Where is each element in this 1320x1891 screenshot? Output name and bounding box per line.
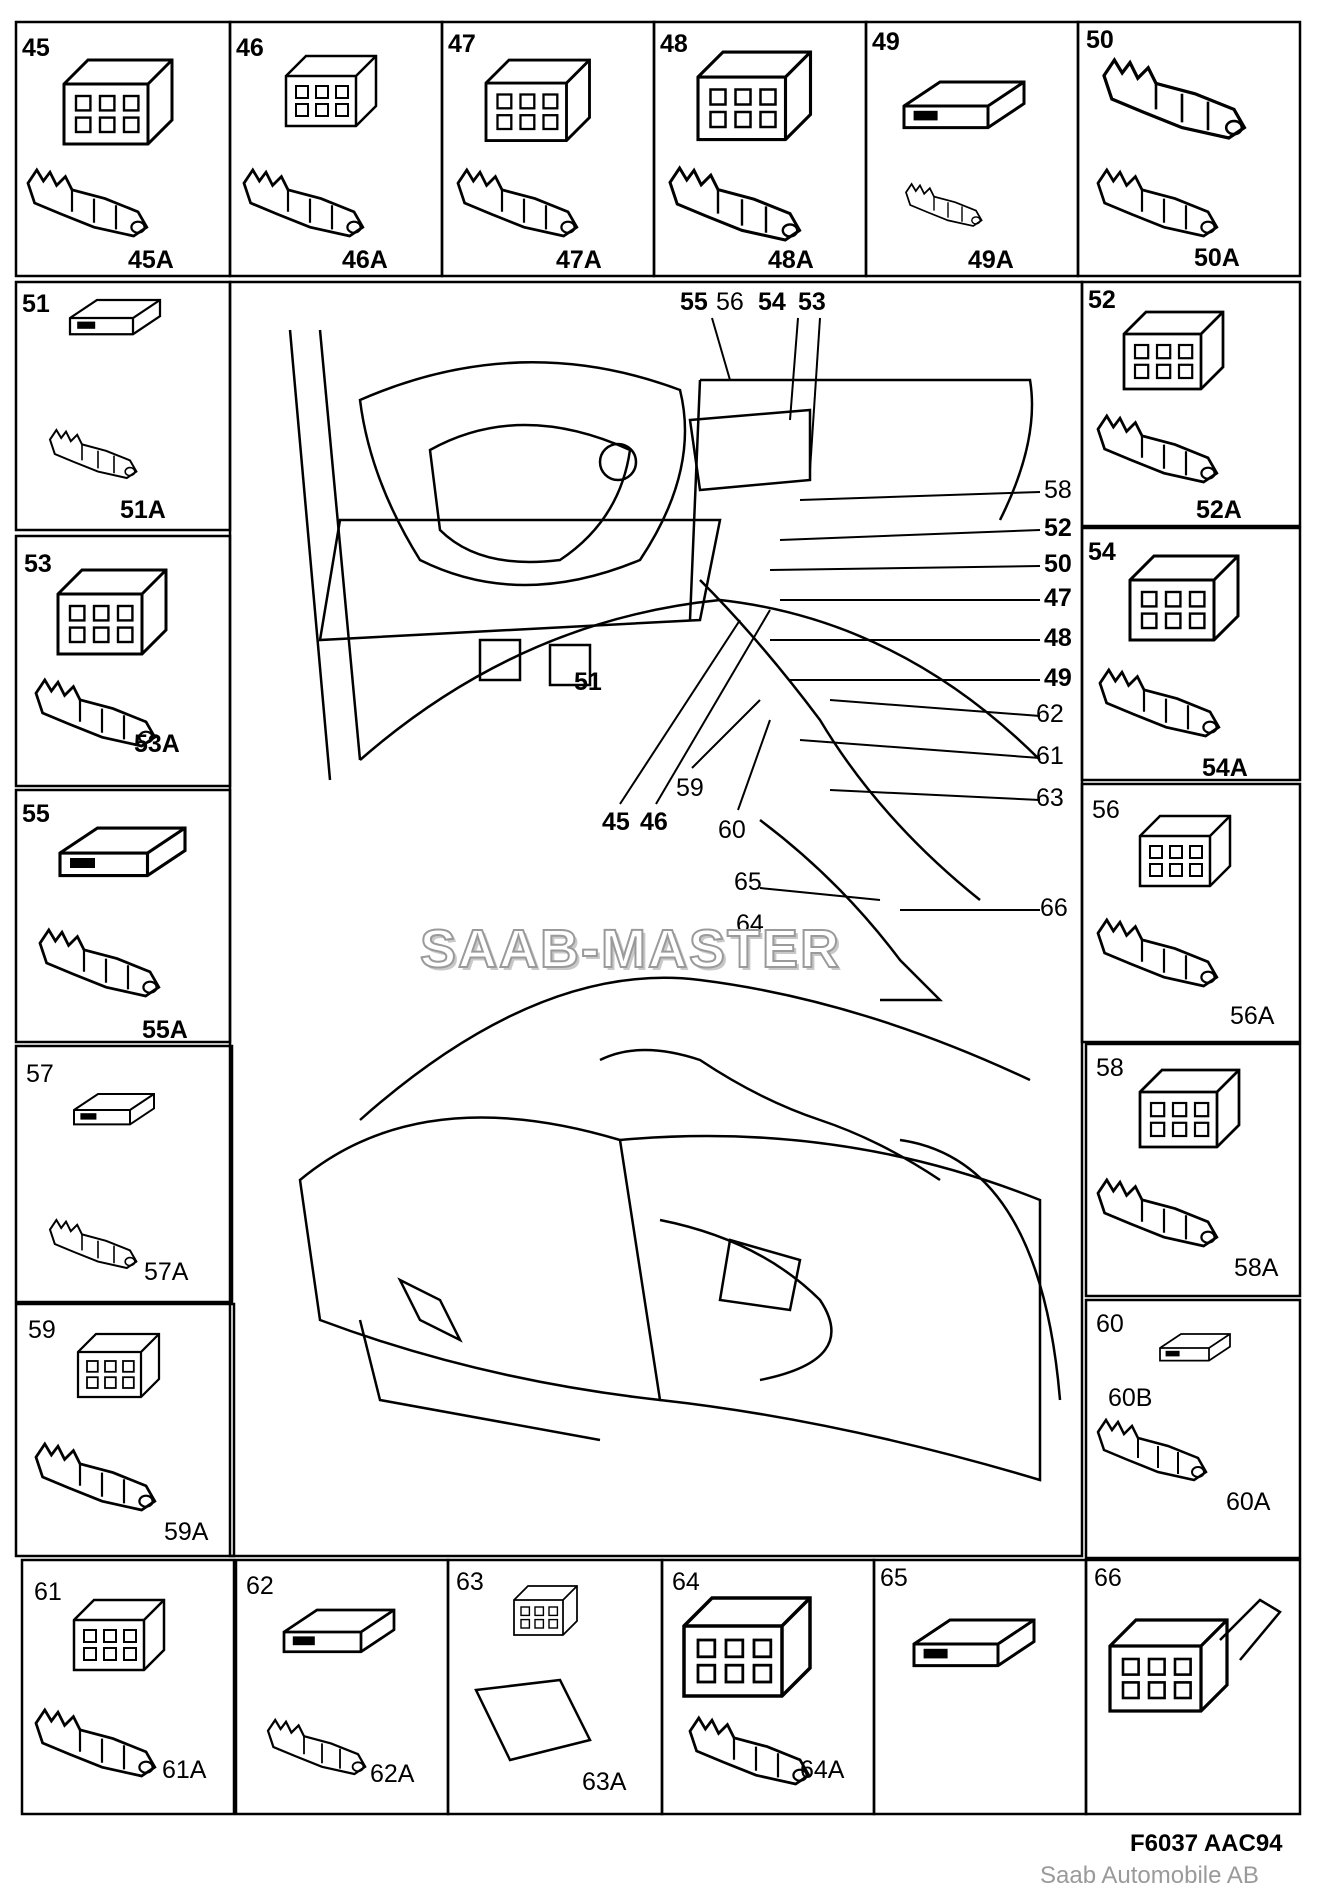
panel-48-terminal: 48A: [768, 246, 814, 274]
leader-lines: [619, 317, 1041, 911]
panel-51-terminal: 51A: [120, 496, 166, 524]
panel-51-number: 51: [22, 290, 50, 318]
callout-65: 65: [734, 868, 762, 896]
bottom-row-connectors: [34, 1585, 1282, 1786]
callout-52: 52: [1044, 514, 1072, 542]
panel-63-number: 63: [456, 1568, 484, 1596]
callout-51: 51: [574, 668, 602, 696]
callout-61: 61: [1036, 742, 1064, 770]
panel-66-number: 66: [1094, 1564, 1122, 1592]
panel-55-number: 55: [22, 800, 50, 828]
panel-46-terminal: 46A: [342, 246, 388, 274]
panel-50-terminal: 50A: [1194, 244, 1240, 272]
panel-61-terminal: 61A: [162, 1756, 207, 1784]
panel-58-terminal: 58A: [1234, 1254, 1279, 1282]
callout-48: 48: [1044, 624, 1072, 652]
panel-55-terminal: 55A: [142, 1016, 188, 1044]
vehicle-sketch: [288, 329, 1062, 1482]
panel-48-number: 48: [660, 30, 688, 58]
central-frame: [228, 280, 1084, 1558]
panel-50-number: 50: [1086, 26, 1114, 54]
panel-60-terminal: 60A: [1226, 1488, 1271, 1516]
panel-63-terminal: 63A: [582, 1768, 627, 1796]
panel-49-number: 49: [872, 28, 900, 56]
callout-60: 60: [718, 816, 746, 844]
left-column-connectors: [34, 298, 187, 1512]
panel-64-terminal: 64A: [800, 1756, 845, 1784]
callout-62: 62: [1036, 700, 1064, 728]
panel-54-terminal: 54A: [1202, 754, 1248, 782]
callout-53: 53: [798, 288, 826, 316]
callout-59: 59: [676, 774, 704, 802]
panel-52-terminal: 52A: [1196, 496, 1242, 524]
panel-47-number: 47: [448, 30, 476, 58]
callout-63: 63: [1036, 784, 1064, 812]
panel-62-number: 62: [246, 1572, 274, 1600]
panel-52-number: 52: [1088, 286, 1116, 314]
callout-45: 45: [602, 808, 630, 836]
right-column-connectors: [1096, 310, 1241, 1482]
panel-49-terminal: 49A: [968, 246, 1014, 274]
callout-58: 58: [1044, 476, 1072, 504]
panel-58-number: 58: [1096, 1054, 1124, 1082]
panel-53-number: 53: [24, 550, 52, 578]
callout-64: 64: [736, 910, 764, 938]
panel-59-number: 59: [28, 1316, 56, 1344]
panel-61-number: 61: [34, 1578, 62, 1606]
panel-60-sub: 60B: [1108, 1384, 1153, 1412]
panel-45-number: 45: [22, 34, 50, 62]
panel-57-terminal: 57A: [144, 1258, 189, 1286]
callout-56: 56: [716, 288, 744, 316]
bottom-row-frames: [20, 1558, 1302, 1816]
panel-53-terminal: 53A: [134, 730, 180, 758]
panel-59-terminal: 59A: [164, 1518, 209, 1546]
figure-code: F6037 AAC94: [1130, 1830, 1283, 1857]
callout-46: 46: [640, 808, 668, 836]
panel-60-number: 60: [1096, 1310, 1124, 1338]
panel-65-number: 65: [880, 1564, 908, 1592]
panel-56-terminal: 56A: [1230, 1002, 1275, 1030]
panel-64-number: 64: [672, 1568, 700, 1596]
panel-56-number: 56: [1092, 796, 1120, 824]
panel-54-number: 54: [1088, 538, 1116, 566]
panel-47-terminal: 47A: [556, 246, 602, 274]
callout-49: 49: [1044, 664, 1072, 692]
top-row-frames: [14, 20, 1302, 278]
callout-66: 66: [1040, 894, 1068, 922]
callout-50: 50: [1044, 550, 1072, 578]
callout-47: 47: [1044, 584, 1072, 612]
panel-62-terminal: 62A: [370, 1760, 415, 1788]
callout-54: 54: [758, 288, 786, 316]
top-row-connectors: [26, 50, 1247, 242]
callout-55: 55: [680, 288, 708, 316]
copyright-notice: Saab Automobile AB: [1040, 1862, 1259, 1889]
watermark-text: SAAB-MASTER: [419, 918, 841, 980]
panel-45-terminal: 45A: [128, 246, 174, 274]
panel-46-number: 46: [236, 34, 264, 62]
panel-57-number: 57: [26, 1060, 54, 1088]
